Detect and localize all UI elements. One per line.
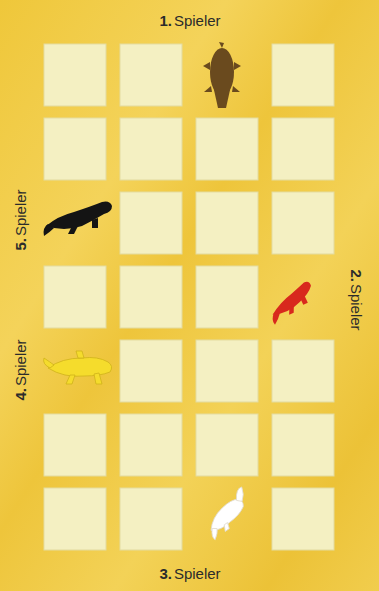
red-figure [264, 280, 320, 325]
board-square [272, 192, 334, 254]
player-word: Spieler [12, 189, 29, 236]
board-square [272, 44, 334, 106]
board-square [196, 414, 258, 476]
player-number: 5. [12, 238, 29, 251]
player-number: 4. [12, 388, 29, 401]
board-squares [44, 44, 334, 550]
board-square [44, 118, 106, 180]
board-square [272, 488, 334, 550]
board-square [44, 414, 106, 476]
board-square [120, 192, 182, 254]
board-square [196, 266, 258, 328]
board-square [120, 414, 182, 476]
board-square [272, 414, 334, 476]
otter-figure [44, 202, 113, 237]
board-square [196, 118, 258, 180]
player-label: 4. Spieler [13, 339, 28, 400]
board-square [120, 118, 182, 180]
player-word: Spieler [12, 339, 29, 386]
player-word: Spieler [348, 284, 365, 331]
yellow-figure [44, 351, 112, 384]
player-label: 2. Spieler [349, 269, 364, 330]
boar-figure [203, 42, 241, 108]
player-label: 1.Spieler [159, 13, 220, 28]
board-square [120, 340, 182, 402]
player-number: 1. [159, 12, 172, 29]
board-square [272, 118, 334, 180]
board-square [272, 340, 334, 402]
board-square [44, 44, 106, 106]
player-label: 3.Spieler [159, 566, 220, 581]
player-label: 5. Spieler [13, 189, 28, 250]
player-word: Spieler [174, 565, 221, 582]
board-square [196, 340, 258, 402]
board-square [44, 266, 106, 328]
board-square [196, 192, 258, 254]
board-square [120, 44, 182, 106]
player-number: 3. [159, 565, 172, 582]
board-square [120, 488, 182, 550]
board-square [120, 266, 182, 328]
player-number: 2. [348, 269, 365, 282]
board-square [44, 488, 106, 550]
white-figure [198, 487, 257, 540]
player-word: Spieler [174, 12, 221, 29]
